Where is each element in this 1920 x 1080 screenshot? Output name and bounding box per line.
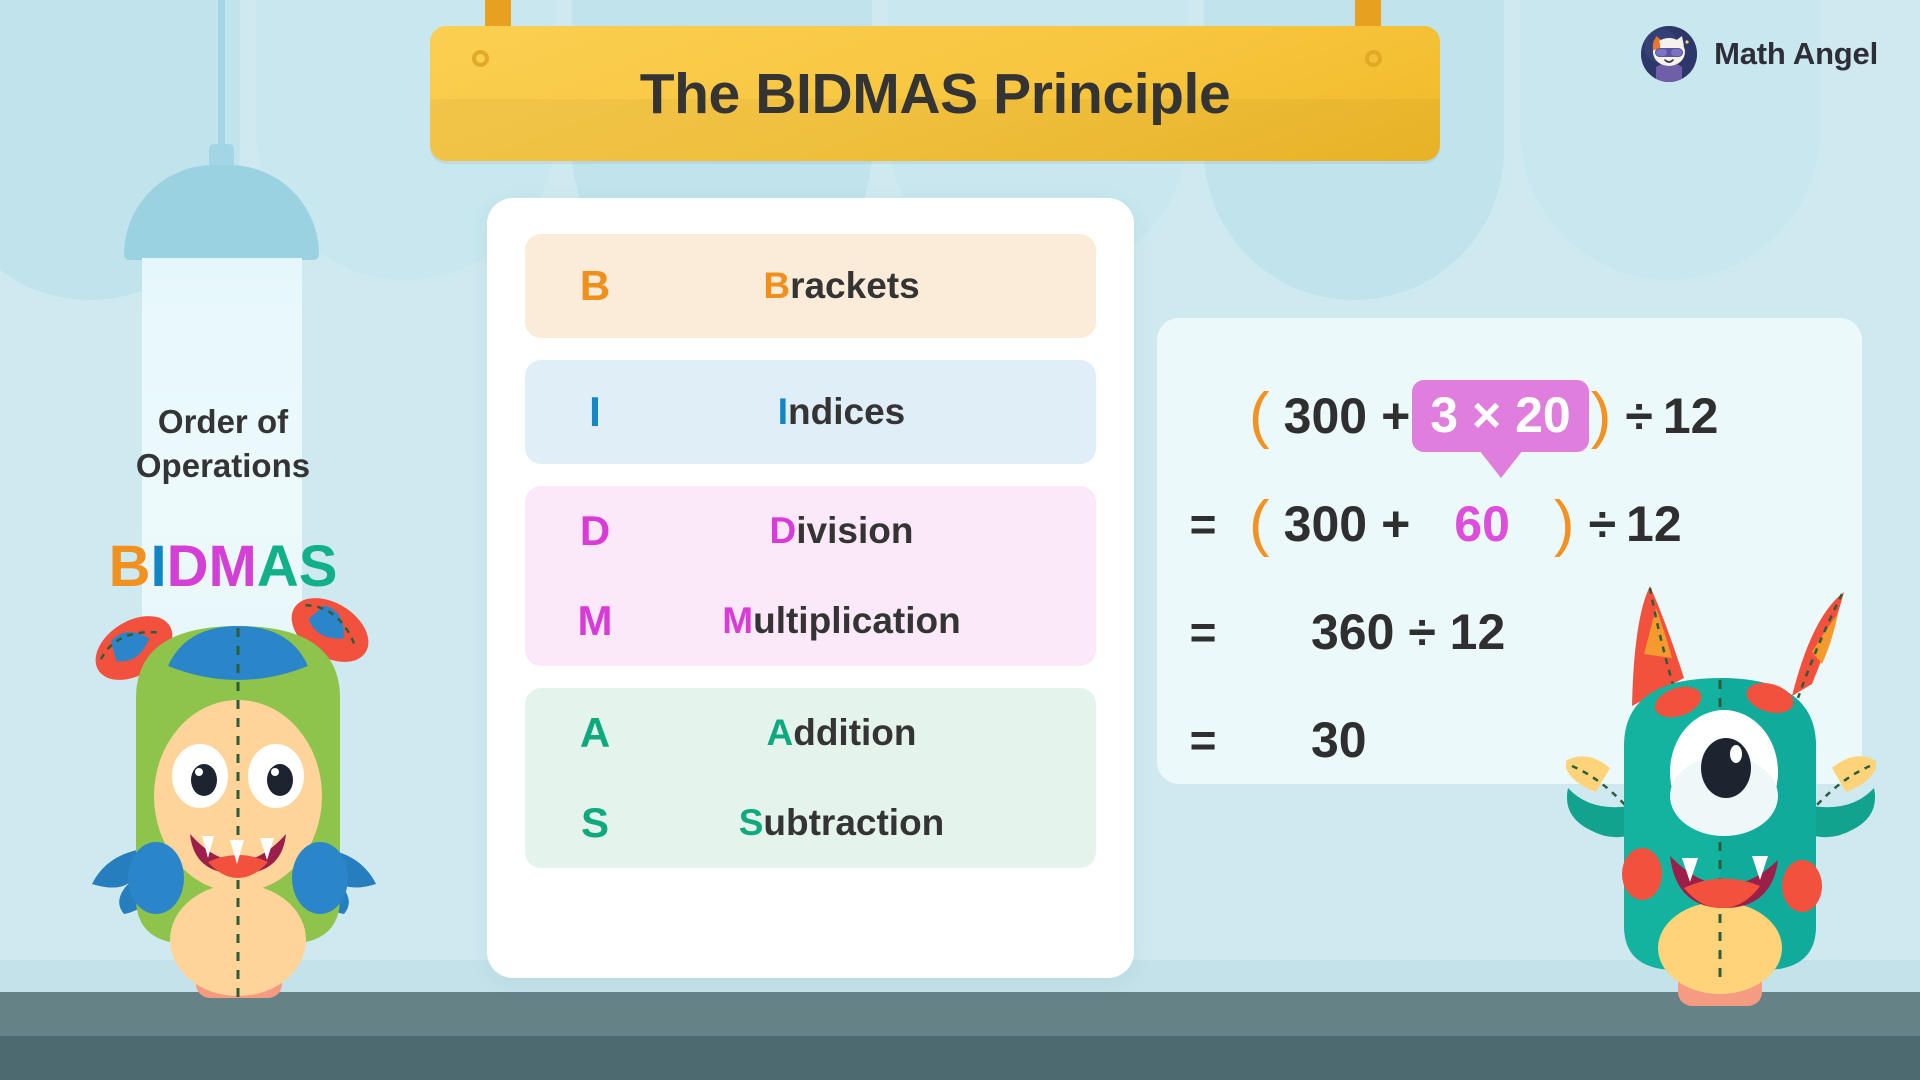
operator-plus-line1: + bbox=[1381, 388, 1411, 444]
banner-screw-left bbox=[472, 50, 489, 67]
brand-logo[interactable]: Math Angel bbox=[1641, 26, 1878, 82]
acronym-letter-s-5: S bbox=[298, 534, 338, 600]
term-300-line2: 300 bbox=[1283, 496, 1368, 552]
eq-sign-2: = bbox=[1189, 498, 1217, 550]
close-paren-2: ) bbox=[1553, 489, 1575, 559]
expr-line4: 30 bbox=[1311, 712, 1367, 768]
bidmas-word-rest: ubtraction bbox=[763, 802, 945, 843]
bidmas-key-b: B bbox=[579, 262, 611, 309]
expr-line3: 360 ÷ 12 bbox=[1311, 604, 1506, 660]
divide-op-line1: ÷ bbox=[1625, 388, 1653, 444]
heading-line-2: Operations bbox=[135, 446, 311, 484]
bidmas-key-a: A bbox=[579, 709, 611, 756]
acronym-letter-a-4: A bbox=[256, 534, 299, 600]
bidmas-word-initial: D bbox=[769, 510, 797, 551]
divisor-line1: 12 bbox=[1662, 388, 1719, 444]
title-banner: The BIDMAS Principle bbox=[430, 0, 1440, 165]
open-paren-2: ( bbox=[1249, 489, 1270, 559]
green-monster-icon bbox=[78, 548, 398, 998]
bidmas-word-rest: ultiplication bbox=[753, 600, 961, 641]
operator-plus-line2: + bbox=[1381, 496, 1411, 552]
open-paren-1: ( bbox=[1249, 381, 1270, 451]
bidmas-word-i: Indices bbox=[665, 391, 1096, 433]
result-60: 60 bbox=[1454, 496, 1510, 552]
bidmas-key-m: M bbox=[577, 597, 613, 644]
acronym-letter-i-1: I bbox=[150, 534, 167, 600]
bidmas-word-m: Multiplication bbox=[665, 600, 1096, 642]
equation-line-3: = 360 ÷ 12 bbox=[1157, 578, 1862, 686]
term-300-line1: 300 bbox=[1283, 388, 1368, 444]
bidmas-word-initial: M bbox=[722, 600, 754, 641]
acronym-letter-d-2: D bbox=[166, 534, 209, 600]
page-title: The BIDMAS Principle bbox=[639, 61, 1231, 126]
bidmas-word-d: Division bbox=[665, 510, 1096, 552]
brand-name: Math Angel bbox=[1714, 36, 1878, 71]
bidmas-word-initial: B bbox=[763, 265, 791, 306]
floor-band-dark bbox=[0, 1036, 1920, 1080]
bidmas-word-rest: ddition bbox=[793, 712, 917, 753]
equation-line-2: = ( 300 + 60 ) ÷ 12 bbox=[1157, 470, 1862, 578]
bidmas-key-s: S bbox=[580, 799, 609, 846]
bidmas-word-initial: I bbox=[777, 391, 789, 432]
bidmas-word-initial: S bbox=[738, 802, 764, 843]
floor-band-mid bbox=[0, 992, 1920, 1037]
heading-line-1: Order of bbox=[157, 403, 289, 440]
close-paren-1: ) bbox=[1590, 381, 1612, 451]
divide-op-line2: ÷ bbox=[1588, 496, 1617, 552]
acronym-letter-m-3: M bbox=[208, 534, 257, 600]
eq-sign-3: = bbox=[1189, 606, 1217, 658]
bidmas-word-initial: A bbox=[766, 712, 794, 753]
bidmas-word-a: Addition bbox=[665, 712, 1096, 754]
teal-cyclops-monster-icon bbox=[1566, 556, 1876, 1006]
acronym-letter-b-0: B bbox=[108, 534, 151, 600]
bidmas-word-b: Brackets bbox=[665, 265, 1096, 307]
equation-line-1: ( 300 + 3 × 20 ) ÷ 12 bbox=[1157, 362, 1862, 470]
equation-line-4: = 30 bbox=[1157, 686, 1862, 794]
bidmas-word-s: Subtraction bbox=[665, 802, 1096, 844]
bidmas-acronym: BIDMAS bbox=[48, 533, 398, 600]
bidmas-word-rest: rackets bbox=[790, 265, 920, 306]
order-of-operations-label: Order of Operations BIDMAS bbox=[48, 400, 398, 600]
highlight-bubble-3x20: 3 × 20 bbox=[1412, 380, 1589, 452]
divisor-line2: 12 bbox=[1626, 496, 1682, 552]
bidmas-word-rest: ndices bbox=[788, 391, 906, 432]
bidmas-key-i: I bbox=[589, 388, 601, 435]
eq-sign-4: = bbox=[1189, 714, 1217, 766]
cat-mascot-icon bbox=[1641, 26, 1698, 82]
banner-screw-right bbox=[1365, 50, 1382, 67]
bidmas-word-rest: ivision bbox=[796, 510, 914, 551]
bidmas-key-d: D bbox=[579, 507, 611, 554]
